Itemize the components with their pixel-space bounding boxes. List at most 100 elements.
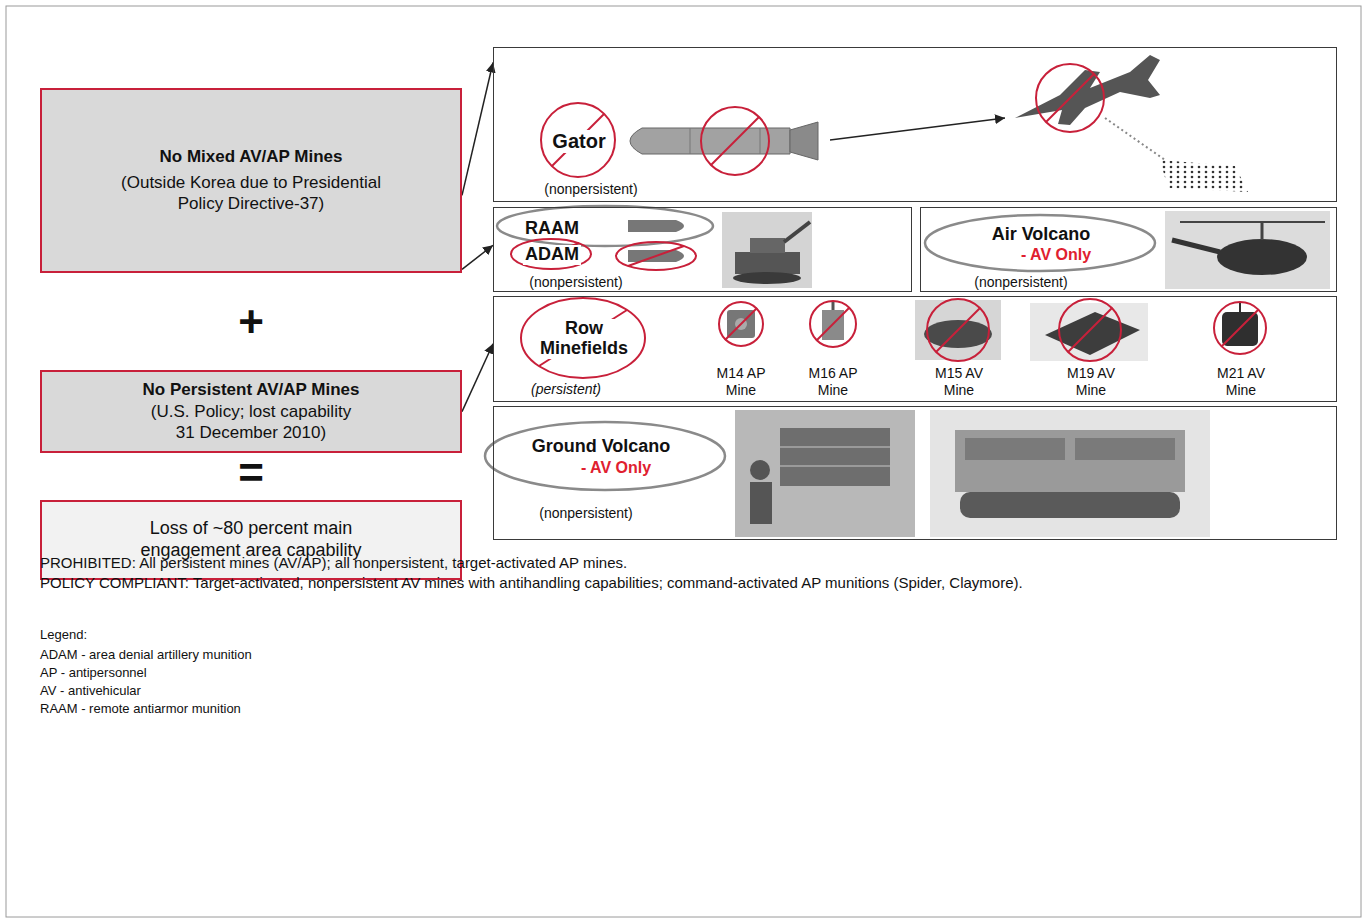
policy-note: POLICY COMPLIANT: Target-activated, nonp… [40,573,1350,593]
persistence-note: (nonpersistent) [974,274,1067,290]
prohibited-circle [927,299,989,361]
mine-image [924,320,992,348]
prohibited-slash [725,308,757,340]
text-slot: = [211,451,291,495]
prohibited-circle [511,239,591,269]
text-slot: Ground Volcano [516,437,686,457]
munition-panel: Air Volcano- AV Only (nonpersistent) [920,207,1337,292]
text-slot: No Mixed AV/AP Mines [58,147,444,167]
text-slot: + [211,300,291,344]
launcher-rack [1075,438,1175,460]
prohibited-circle [1059,299,1121,361]
howitzer-hull [735,252,800,274]
mine-photo [1030,303,1148,361]
persistence-note: (nonpersistent) [544,181,637,197]
compliant-ellipse [497,206,713,246]
text-slot: ADAM - area denial artillery munition [40,647,540,663]
bomb-band [760,128,761,154]
text-slot: M14 AP Mine [709,365,773,398]
restriction-tag: - AV Only [581,459,651,477]
munition-panel: Row Minefields(persistent)M14 AP MineM16… [493,296,1337,402]
prohibited-circle [719,302,763,346]
abbreviation-entry: AV - antivehicular [40,683,540,699]
connector-arrow [462,63,493,196]
prohibited-slash [817,308,849,340]
text-slot: M19 AV Mine [1059,365,1123,398]
abbreviation-entry: ADAM - area denial artillery munition [40,647,540,663]
text-slot: AP - antipersonnel [40,665,540,681]
bomb-band [690,128,691,154]
text-slot: M15 AV Mine [927,365,991,398]
text-slot: (Outside Korea due to Presidential Polic… [101,173,401,214]
helicopter-rotor [1180,221,1325,223]
text-slot: ADAM [512,245,592,265]
howitzer-photo [722,212,812,288]
prohibited-circle [810,301,856,347]
prohibited-slash [1068,308,1112,352]
bomb-tail [790,122,818,160]
abbreviation-entry: RAAM - remote antiarmor munition [40,701,540,717]
text-slot: AV - antivehicular [40,683,540,699]
connector-arrow [462,245,493,269]
vehicle-body [955,430,1185,492]
vehicle-tracks [960,492,1180,518]
prohibited-circle [521,298,645,378]
munition-panel: Gator (nonpersistent) [493,47,1337,202]
helicopter-mast [1261,222,1264,240]
prohibited-circle [616,242,696,270]
launcher-photo [735,410,915,537]
text-slot: M21 AV Mine [1209,365,1273,398]
launcher-rack [780,428,890,486]
persistence-note: (nonpersistent) [539,505,632,521]
prohibited-circle [701,107,769,175]
text-slot: (nonpersistent) [521,180,661,198]
prohibited-slash [936,308,980,352]
helicopter-photo [1165,211,1330,289]
policy-box: No Mixed AV/AP Mines (Outside Korea due t… [40,88,462,273]
howitzer-barrel [784,222,810,242]
policy-note: (U.S. Policy; lost capability 31 Decembe… [144,402,359,443]
scattered-mines [1160,160,1248,192]
persistence-note: (persistent) [531,381,601,397]
rack-line [780,465,890,467]
text-slot: RAAM - remote antiarmor munition [40,701,540,717]
prohibited-slash [711,117,759,165]
equals-sign: = [211,451,291,495]
text-slot: PROHIBITED: All persistent mines (AV/AP)… [40,553,1350,573]
policy-note: PROHIBITED: All persistent mines (AV/AP)… [40,553,1350,573]
text-slot: POLICY COMPLIANT: Target-activated, nonp… [40,573,1350,593]
delivery-arrow [830,118,1005,140]
text-slot: Air Volcano [971,225,1111,245]
prohibited-slash [628,246,684,266]
restriction-tag: - AV Only [1021,246,1091,264]
legend-heading: Legend: [40,627,440,643]
text-slot: (nonpersistent) [951,273,1091,291]
prohibited-slash [1222,310,1258,346]
prohibited-slash [1046,74,1094,122]
howitzer-tracks [733,272,801,284]
text-slot: Gator [534,130,624,153]
bomb-body [630,128,790,154]
persistence-note: (nonpersistent) [529,274,622,290]
system-name: RAAM [525,219,579,239]
mine-caption: M19 AV Mine [1059,365,1123,397]
text-slot: (persistent) [506,380,626,398]
policy-box: No Persistent AV/AP Mines(U.S. Policy; l… [40,370,462,453]
plus-sign: + [211,300,291,344]
compliant-ellipse [925,215,1155,271]
soldier-figure [750,482,772,524]
text-slot: RAAM [512,219,592,239]
text-slot: (nonpersistent) [506,273,646,291]
mine-caption: M15 AV Mine [927,365,991,397]
munition-panel: Ground Volcano - AV Only (nonpersistent) [493,406,1337,540]
text-slot: (nonpersistent) [516,504,656,522]
munition-panel: RAAM ADAM (nonpersistent) [493,207,912,292]
policy-heading: No Mixed AV/AP Mines [58,147,444,167]
prohibited-circle [1036,64,1104,132]
mine-photo [915,300,1001,360]
drop-trail [1105,118,1165,160]
prohibited-circle [541,103,615,177]
projectile [628,220,684,232]
prohibited-circle [1214,302,1266,354]
